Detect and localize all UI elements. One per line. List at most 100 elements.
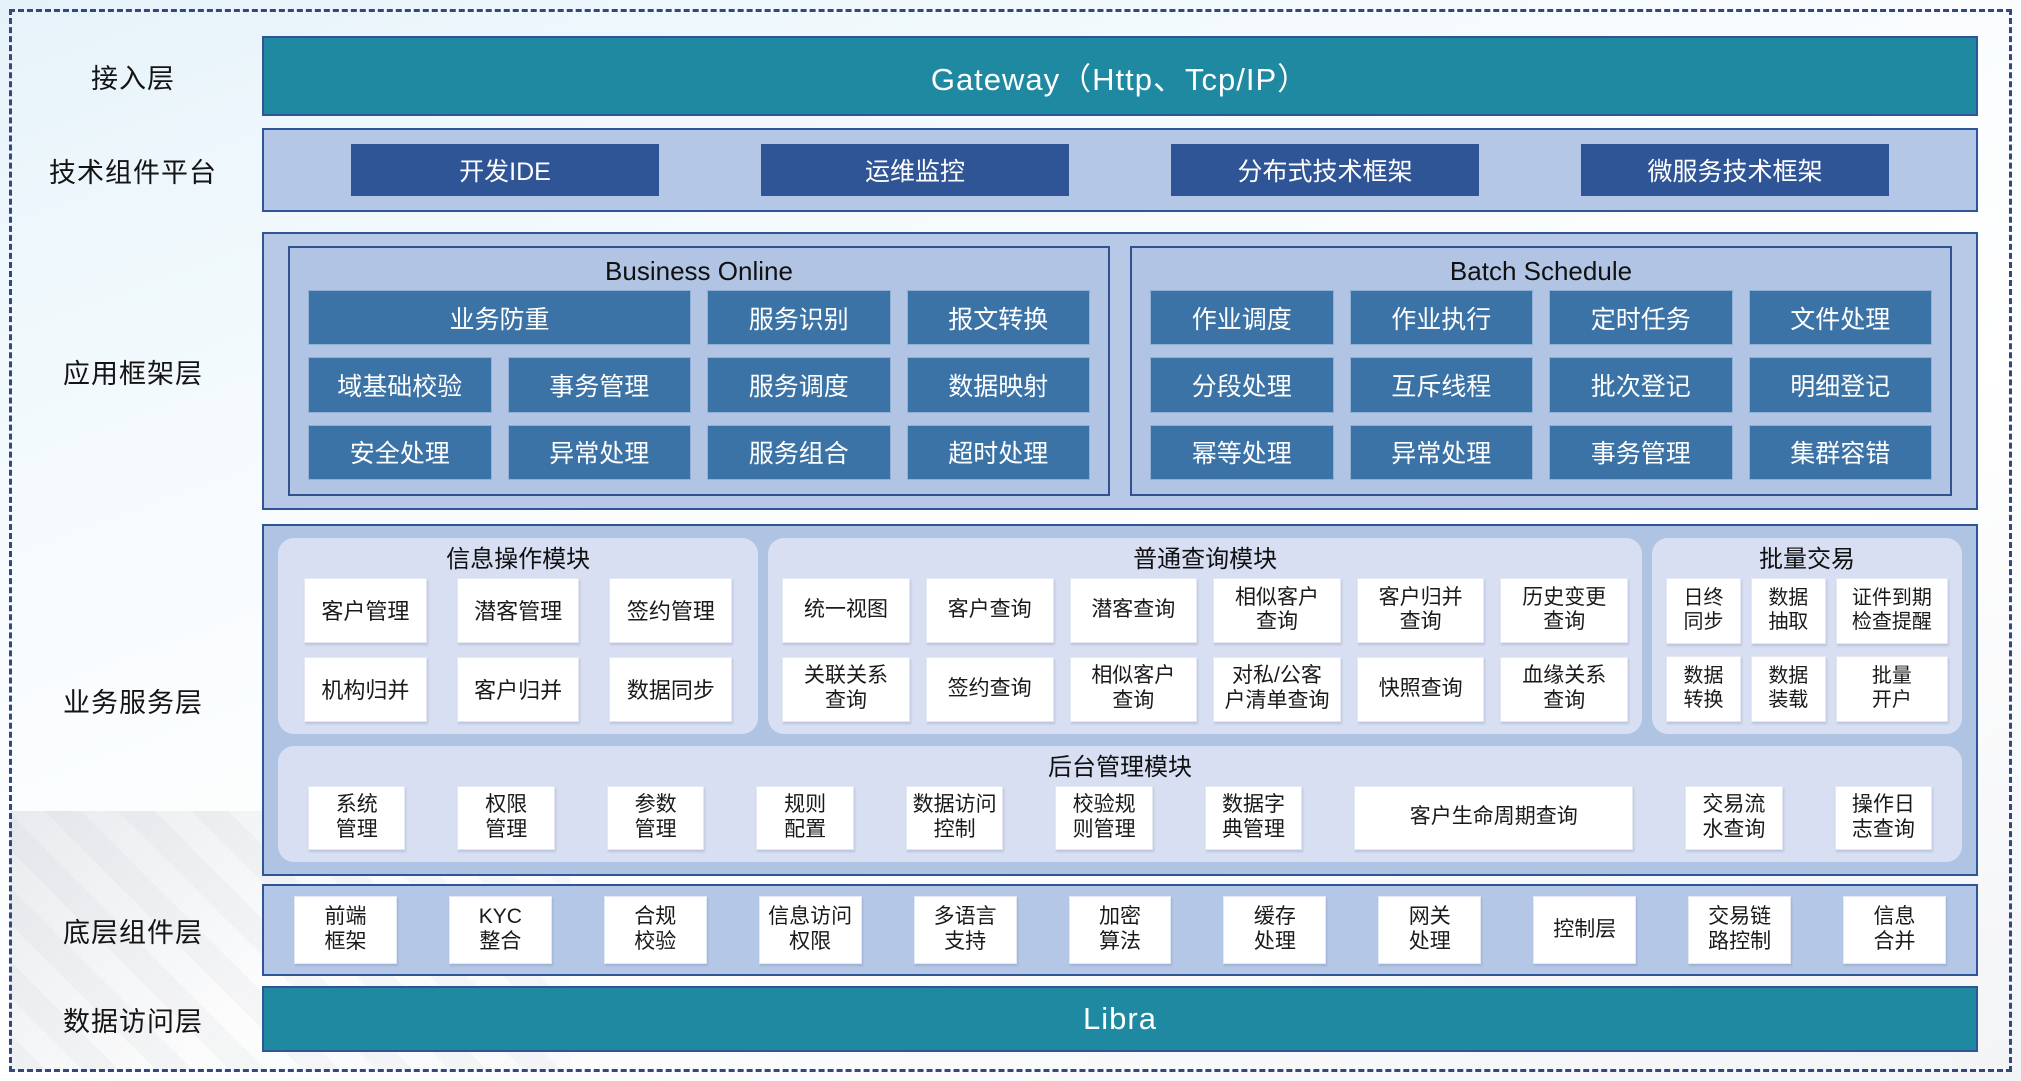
general-query-item: 快照查询 xyxy=(1356,656,1485,722)
info-operation-item: 机构归并 xyxy=(304,656,427,722)
admin-module-item: 客户生命周期查询 xyxy=(1354,785,1634,850)
base-component-item: 信息访问 权限 xyxy=(758,896,862,964)
admin-module-item: 交易流 水查询 xyxy=(1685,785,1783,850)
batch-trade-item: 日终 同步 xyxy=(1666,578,1741,644)
tech-platform-item: 运维监控 xyxy=(761,144,1069,196)
base-component-item: 缓存 处理 xyxy=(1223,896,1327,964)
business-online-item: 业务防重 xyxy=(308,290,691,346)
batch-schedule-item: 集群容错 xyxy=(1748,424,1932,480)
base-component-item: KYC 整合 xyxy=(448,896,552,964)
admin-module-item: 系统 管理 xyxy=(308,785,406,850)
admin-module-row: 系统 管理权限 管理参数 管理规则 配置数据访问 控制校验规 则管理数据字 典管… xyxy=(292,785,1948,850)
batch-trade-item: 批量 开户 xyxy=(1835,655,1948,722)
admin-module-title: 后台管理模块 xyxy=(1048,753,1192,781)
admin-module-item: 权限 管理 xyxy=(457,785,555,850)
general-query-title: 普通查询模块 xyxy=(1133,546,1278,573)
info-operation-item: 数据同步 xyxy=(609,656,733,722)
general-query-item: 客户归并 查询 xyxy=(1356,578,1485,643)
general-query-item: 潜客查询 xyxy=(1069,578,1198,643)
base-component-item: 交易链 路控制 xyxy=(1688,896,1792,964)
business-online-panel: Business Online 业务防重服务识别报文转换域基础校验事务管理服务调… xyxy=(288,246,1110,496)
base-component-item: 信息 合并 xyxy=(1843,896,1946,964)
batch-trade-item: 证件到期 检查提醒 xyxy=(1835,578,1948,644)
general-query-item: 血缘关系 查询 xyxy=(1500,656,1629,722)
business-online-item: 服务组合 xyxy=(707,424,891,480)
app-framework-container: Business Online 业务防重服务识别报文转换域基础校验事务管理服务调… xyxy=(262,232,1978,510)
general-query-item: 签约查询 xyxy=(925,656,1054,722)
info-operation-module: 信息操作模块 客户管理潜客管理签约管理机构归并客户归并数据同步 xyxy=(278,538,759,734)
business-online-item: 数据映射 xyxy=(906,357,1090,413)
batch-trade-grid: 日终 同步数据 抽取证件到期 检查提醒数据 转换数据 装载批量 开户 xyxy=(1666,578,1948,722)
gateway-bar: Gateway（Http、Tcp/IP） xyxy=(262,36,1978,116)
base-component-item: 网关 处理 xyxy=(1378,896,1482,964)
business-online-title: Business Online xyxy=(605,256,793,286)
general-query-item: 关联关系 查询 xyxy=(782,656,910,722)
base-component-item: 加密 算法 xyxy=(1068,896,1172,964)
batch-schedule-item: 作业执行 xyxy=(1349,290,1533,346)
base-component-item: 前端 框架 xyxy=(294,896,397,964)
admin-module: 后台管理模块 系统 管理权限 管理参数 管理规则 配置数据访问 控制校验规 则管… xyxy=(278,745,1962,862)
tech-platform-row: 开发IDE 运维监控 分布式技术框架 微服务技术框架 xyxy=(262,128,1978,212)
business-online-item: 服务调度 xyxy=(707,357,891,413)
layer-label-business-service: 业务服务层 xyxy=(63,687,203,718)
batch-schedule-item: 定时任务 xyxy=(1549,290,1733,346)
business-online-grid: 业务防重服务识别报文转换域基础校验事务管理服务调度数据映射安全处理异常处理服务组… xyxy=(308,290,1090,480)
layer-label-app-framework: 应用框架层 xyxy=(63,358,203,389)
batch-trade-item: 数据 装载 xyxy=(1750,655,1826,722)
batch-trade-module: 批量交易 日终 同步数据 抽取证件到期 检查提醒数据 转换数据 装载批量 开户 xyxy=(1652,538,1962,734)
general-query-module: 普通查询模块 统一视图客户查询潜客查询相似客户 查询客户归并 查询历史变更 查询… xyxy=(768,538,1643,734)
business-online-item: 安全处理 xyxy=(308,424,492,480)
business-online-item: 域基础校验 xyxy=(308,357,492,413)
layer-label-tech-platform: 技术组件平台 xyxy=(49,157,217,188)
base-component-item: 控制层 xyxy=(1533,896,1637,964)
batch-schedule-item: 事务管理 xyxy=(1549,424,1733,480)
business-online-item: 异常处理 xyxy=(507,424,691,480)
business-online-item: 事务管理 xyxy=(507,357,691,413)
tech-platform-item: 分布式技术框架 xyxy=(1171,144,1479,196)
general-query-item: 对私/公客 户清单查询 xyxy=(1213,656,1341,722)
business-online-item: 服务识别 xyxy=(707,290,891,346)
batch-schedule-title: Batch Schedule xyxy=(1449,256,1633,286)
business-online-item: 超时处理 xyxy=(906,424,1090,480)
layer-label-access: 接入层 xyxy=(91,63,175,94)
batch-schedule-item: 文件处理 xyxy=(1748,290,1932,346)
batch-schedule-item: 作业调度 xyxy=(1150,290,1334,346)
batch-schedule-grid: 作业调度作业执行定时任务文件处理分段处理互斥线程批次登记明细登记幂等处理异常处理… xyxy=(1150,290,1932,480)
info-operation-item: 潜客管理 xyxy=(456,578,580,643)
batch-trade-item: 数据 抽取 xyxy=(1750,578,1826,644)
admin-module-item: 数据字 典管理 xyxy=(1204,785,1303,850)
info-operation-title: 信息操作模块 xyxy=(446,546,591,573)
general-query-item: 相似客户 查询 xyxy=(1069,656,1198,722)
batch-trade-item: 数据 转换 xyxy=(1666,655,1741,722)
general-query-item: 统一视图 xyxy=(782,578,910,643)
batch-schedule-panel: Batch Schedule 作业调度作业执行定时任务文件处理分段处理互斥线程批… xyxy=(1130,246,1952,496)
admin-module-item: 数据访问 控制 xyxy=(905,785,1004,850)
general-query-item: 客户查询 xyxy=(925,578,1054,643)
info-operation-item: 客户管理 xyxy=(304,578,427,643)
libra-bar: Libra xyxy=(262,986,1978,1052)
general-query-item: 相似客户 查询 xyxy=(1213,578,1341,643)
batch-schedule-item: 分段处理 xyxy=(1150,357,1334,413)
business-service-container: 信息操作模块 客户管理潜客管理签约管理机构归并客户归并数据同步 普通查询模块 统… xyxy=(262,524,1978,876)
admin-module-item: 操作日 志查询 xyxy=(1834,785,1933,850)
base-component-item: 合规 校验 xyxy=(603,896,707,964)
base-components-row: 前端 框架 KYC 整合合规 校验信息访问 权限多语言 支持加密 算法缓存 处理网… xyxy=(262,884,1978,976)
base-component-item: 多语言 支持 xyxy=(913,896,1017,964)
info-operation-item: 签约管理 xyxy=(609,578,733,643)
general-query-grid: 统一视图客户查询潜客查询相似客户 查询客户归并 查询历史变更 查询关联关系 查询… xyxy=(782,578,1629,722)
layer-label-data-access: 数据访问层 xyxy=(63,1006,203,1037)
batch-schedule-item: 异常处理 xyxy=(1349,424,1533,480)
layer-label-base-components: 底层组件层 xyxy=(63,917,203,948)
tech-platform-item: 微服务技术框架 xyxy=(1581,144,1889,196)
admin-module-item: 校验规 则管理 xyxy=(1055,785,1153,850)
admin-module-item: 参数 管理 xyxy=(606,785,705,850)
info-operation-item: 客户归并 xyxy=(456,656,580,722)
business-online-item: 报文转换 xyxy=(906,290,1090,346)
general-query-item: 历史变更 查询 xyxy=(1500,578,1629,643)
admin-module-item: 规则 配置 xyxy=(756,785,854,850)
batch-schedule-item: 明细登记 xyxy=(1748,357,1932,413)
batch-schedule-item: 互斥线程 xyxy=(1349,357,1533,413)
tech-platform-item: 开发IDE xyxy=(351,144,659,196)
batch-trade-title: 批量交易 xyxy=(1759,546,1856,573)
